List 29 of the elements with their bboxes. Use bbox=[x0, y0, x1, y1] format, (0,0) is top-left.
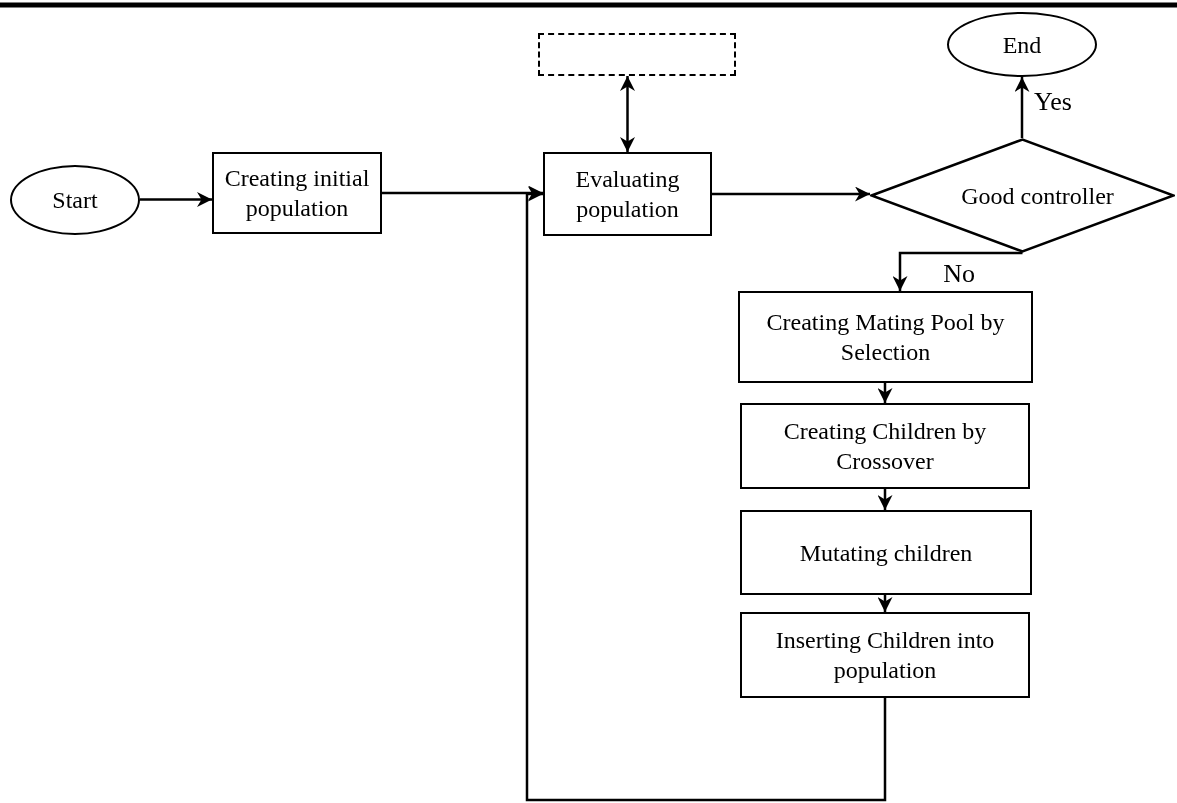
arrow bbox=[525, 186, 887, 802]
node-text: Evaluating population bbox=[574, 165, 681, 224]
end-terminator bbox=[947, 12, 1097, 77]
arrow bbox=[140, 192, 212, 207]
process-box bbox=[740, 510, 1032, 595]
start-terminator bbox=[10, 165, 140, 235]
node-text: Creating Mating Pool by Selection bbox=[765, 308, 1006, 367]
arrow bbox=[892, 251, 1023, 291]
decision-diamond bbox=[870, 138, 1175, 253]
node-text: Mutating children bbox=[799, 538, 973, 568]
arrow bbox=[1014, 77, 1030, 138]
arrow bbox=[382, 185, 543, 201]
arrow bbox=[877, 383, 893, 403]
external-system-box bbox=[538, 33, 736, 76]
process-box bbox=[740, 612, 1030, 698]
node-text: Good controller bbox=[961, 181, 1114, 211]
node-text: Inserting Children into population bbox=[774, 626, 996, 685]
arrow bbox=[877, 595, 893, 612]
node-text: End bbox=[1002, 30, 1042, 60]
process-box bbox=[212, 152, 382, 234]
node-text: Start bbox=[52, 186, 98, 215]
arrow bbox=[620, 76, 635, 152]
arrow bbox=[877, 489, 893, 510]
arrow bbox=[712, 186, 870, 202]
node-text: Creating Children by Crossover bbox=[782, 417, 988, 476]
process-box bbox=[740, 403, 1030, 489]
node-text: Creating initial population bbox=[223, 164, 371, 223]
process-box bbox=[738, 291, 1033, 383]
process-box bbox=[543, 152, 712, 236]
